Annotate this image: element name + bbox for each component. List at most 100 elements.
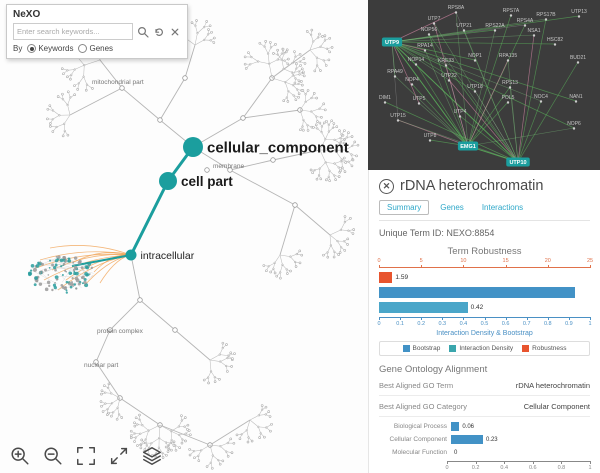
network-node-RPS13[interactable] xyxy=(508,86,512,89)
radio-icon[interactable] xyxy=(27,44,37,53)
axis-tick-label: 0.1 xyxy=(396,321,404,327)
layers-button[interactable] xyxy=(140,444,164,468)
network-node-RPA14[interactable] xyxy=(423,49,427,52)
network-node-label: UTP5 xyxy=(413,96,426,102)
network-node-NOP14[interactable] xyxy=(414,63,418,66)
network-node-label: NOP56 xyxy=(421,27,438,33)
network-hub-UTP9[interactable] xyxy=(381,37,403,47)
network-node-UTP15[interactable] xyxy=(396,119,400,122)
network-node-UTP7[interactable] xyxy=(432,22,436,25)
go-bar-value: 0 xyxy=(454,449,458,456)
search-icon[interactable] xyxy=(136,25,149,38)
network-node-label: BUD21 xyxy=(570,55,586,61)
network-node-label: RPS7A xyxy=(503,8,520,14)
radio-label: Genes xyxy=(89,44,114,53)
term-id: Unique Term ID: NEXO:8854 xyxy=(379,228,495,238)
network-node-label: NOP6 xyxy=(567,121,581,127)
tab-genes[interactable]: Genes xyxy=(440,203,464,212)
network-node-label: UTP13 xyxy=(571,9,587,15)
network-node-UTP18[interactable] xyxy=(473,90,477,93)
network-node-label: UTP18 xyxy=(467,84,483,90)
tree-label-protein-complex[interactable]: protein complex xyxy=(97,328,144,335)
axis-tick-label: 0.2 xyxy=(417,321,426,327)
network-node-label: UTP15 xyxy=(390,113,406,119)
go-bar-biological-process xyxy=(451,422,460,431)
network-node-UTP5[interactable] xyxy=(417,102,421,105)
tree-node-cell-part[interactable] xyxy=(159,172,177,190)
network-node-label: RPS13 xyxy=(502,80,518,86)
search-input[interactable] xyxy=(13,23,133,40)
close-icon[interactable]: ✕ xyxy=(379,178,394,194)
axis-tick-label: 1 xyxy=(588,321,592,327)
expand-view-button[interactable] xyxy=(107,444,131,468)
search-mode-genes[interactable]: Genes xyxy=(78,44,113,53)
network-node-NSA1[interactable] xyxy=(532,34,536,37)
search-by-label: By xyxy=(13,44,23,53)
tab-interactions[interactable]: Interactions xyxy=(481,203,524,212)
network-node-UTP4[interactable] xyxy=(458,115,462,118)
tab-summary[interactable]: Summary xyxy=(379,200,430,215)
search-mode-keywords[interactable]: Keywords xyxy=(27,44,73,53)
tree-node-intracellular[interactable] xyxy=(125,249,137,261)
network-node-NOP56[interactable] xyxy=(427,33,431,36)
clear-icon[interactable] xyxy=(168,25,181,38)
expand-view-icon xyxy=(110,447,128,465)
network-node-RPS22A[interactable] xyxy=(493,29,497,32)
network-node-UTP13[interactable] xyxy=(577,15,581,18)
radio-icon[interactable] xyxy=(78,44,88,53)
legend-item-bootstrap: Bootstrap xyxy=(402,345,440,352)
network-node-RPS17B[interactable] xyxy=(544,18,548,21)
network-node-NOP1[interactable] xyxy=(473,59,477,62)
network-node-label: DIM1 xyxy=(379,95,391,101)
network-node-UTP21[interactable] xyxy=(462,29,466,32)
bar-value-label: 0.42 xyxy=(470,304,484,311)
radio-label: Keywords xyxy=(38,44,74,53)
tree-label-membrane[interactable]: membrane xyxy=(213,163,244,170)
network-node-RPS8A[interactable] xyxy=(454,11,458,14)
network-node-UTP8[interactable] xyxy=(428,139,432,142)
zoom-out-button[interactable] xyxy=(41,444,65,468)
network-node-RPS4A[interactable] xyxy=(523,24,527,27)
network-node-DIM1[interactable] xyxy=(383,101,387,104)
network-node-NOP4[interactable] xyxy=(410,83,414,86)
axis-tick-label: 10 xyxy=(460,258,467,264)
network-node-HSC82[interactable] xyxy=(553,43,557,46)
legend-item-interaction-density: Interaction Density xyxy=(449,345,513,352)
network-node-POL5[interactable] xyxy=(506,101,510,104)
alignment-row-label: Best Aligned GO Term xyxy=(379,381,454,390)
reset-icon[interactable] xyxy=(152,25,165,38)
go-bar-value: 0.06 xyxy=(462,423,475,430)
fit-view-button[interactable] xyxy=(74,444,98,468)
network-hub-EMG1[interactable] xyxy=(457,141,479,151)
robustness-bar-row: 1.59 xyxy=(379,272,590,283)
tree-label-mitochondrial-part[interactable]: mitochondrial part xyxy=(92,79,144,86)
network-node-NOP6[interactable] xyxy=(572,127,576,130)
legend-item-robustness: Robustness xyxy=(522,345,567,352)
network-node-label: KRE33 xyxy=(438,58,454,64)
network-node-KRE33[interactable] xyxy=(444,64,448,67)
legend-label: Robustness xyxy=(532,345,567,352)
tree-node-cellular_component[interactable] xyxy=(183,137,203,157)
robustness-section-title: Term Robustness xyxy=(447,246,522,257)
tree-node-label: intracellular xyxy=(141,250,195,262)
network-node-RPA135[interactable] xyxy=(506,59,510,62)
network-node-NAN1[interactable] xyxy=(574,100,578,103)
network-node-RPA49[interactable] xyxy=(393,75,397,78)
axis-tick-label: 0.6 xyxy=(501,321,510,327)
robustness-bar-row: 0.42 xyxy=(379,302,590,313)
tree-label-nuclear-part[interactable]: nuclear part xyxy=(84,362,119,369)
network-node-UTP22[interactable] xyxy=(447,79,451,82)
network-hub-UTP10[interactable] xyxy=(506,157,530,167)
network-node-BUD21[interactable] xyxy=(576,61,580,64)
network-node-NOC4[interactable] xyxy=(539,100,543,103)
go-category-label: Biological Process xyxy=(393,423,447,430)
zoom-in-button[interactable] xyxy=(8,444,32,468)
network-node-RPS7A[interactable] xyxy=(509,14,513,17)
